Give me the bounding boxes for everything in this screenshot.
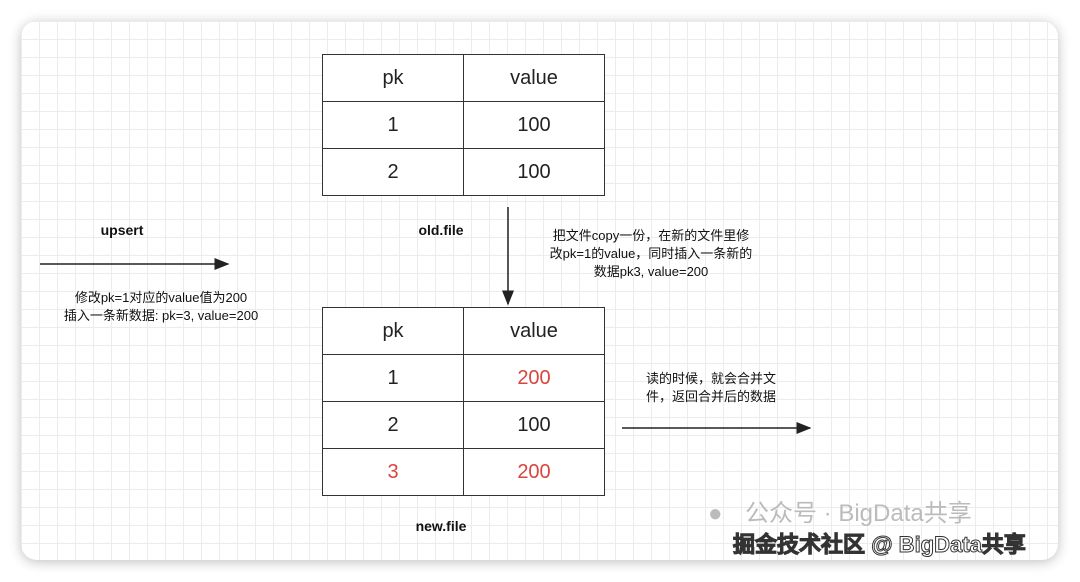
text-line: 插入一条新数据: pk=3, value=200 (63, 308, 259, 323)
cell: 2 (322, 148, 464, 196)
header-pk: pk (322, 307, 464, 355)
watermark-back: 公众号 · BigData共享 (745, 500, 972, 527)
cell: 200 (463, 448, 605, 496)
cell: 3 (322, 448, 464, 496)
text-line: 数据pk3, value=200 (593, 264, 709, 279)
old-file-label: old.file (418, 222, 464, 238)
cell: 100 (463, 401, 605, 449)
header-pk: pk (322, 54, 464, 102)
copy-note: 把文件copy一份，在新的文件里修 改pk=1的value，同时插入一条新的 数… (521, 227, 781, 281)
wechat-icon: ● (708, 500, 723, 527)
text-line: 把文件copy一份，在新的文件里修 (552, 228, 750, 243)
text-line: 修改pk=1对应的value值为200 (74, 290, 248, 305)
header-value: value (463, 54, 605, 102)
cell: 1 (322, 101, 464, 149)
header-value: value (463, 307, 605, 355)
new-file-label: new.file (415, 518, 467, 534)
text-line: 件，返回合并后的数据 (645, 389, 776, 404)
cell: 200 (463, 354, 605, 402)
upsert-label: upsert (100, 222, 144, 238)
upsert-description: 修改pk=1对应的value值为200 插入一条新数据: pk=3, value… (31, 289, 291, 325)
watermark-front: 掘金技术社区 @ BigData共享 (733, 532, 1027, 558)
cell: 2 (322, 401, 464, 449)
arrows (40, 207, 812, 434)
cell: 100 (463, 148, 605, 196)
read-note: 读的时候，就会合并文 件，返回合并后的数据 (631, 370, 791, 406)
text-line: 改pk=1的value，同时插入一条新的 (549, 246, 753, 261)
text-line: 读的时候，就会合并文 (645, 371, 776, 386)
cell: 100 (463, 101, 605, 149)
cell: 1 (322, 354, 464, 402)
